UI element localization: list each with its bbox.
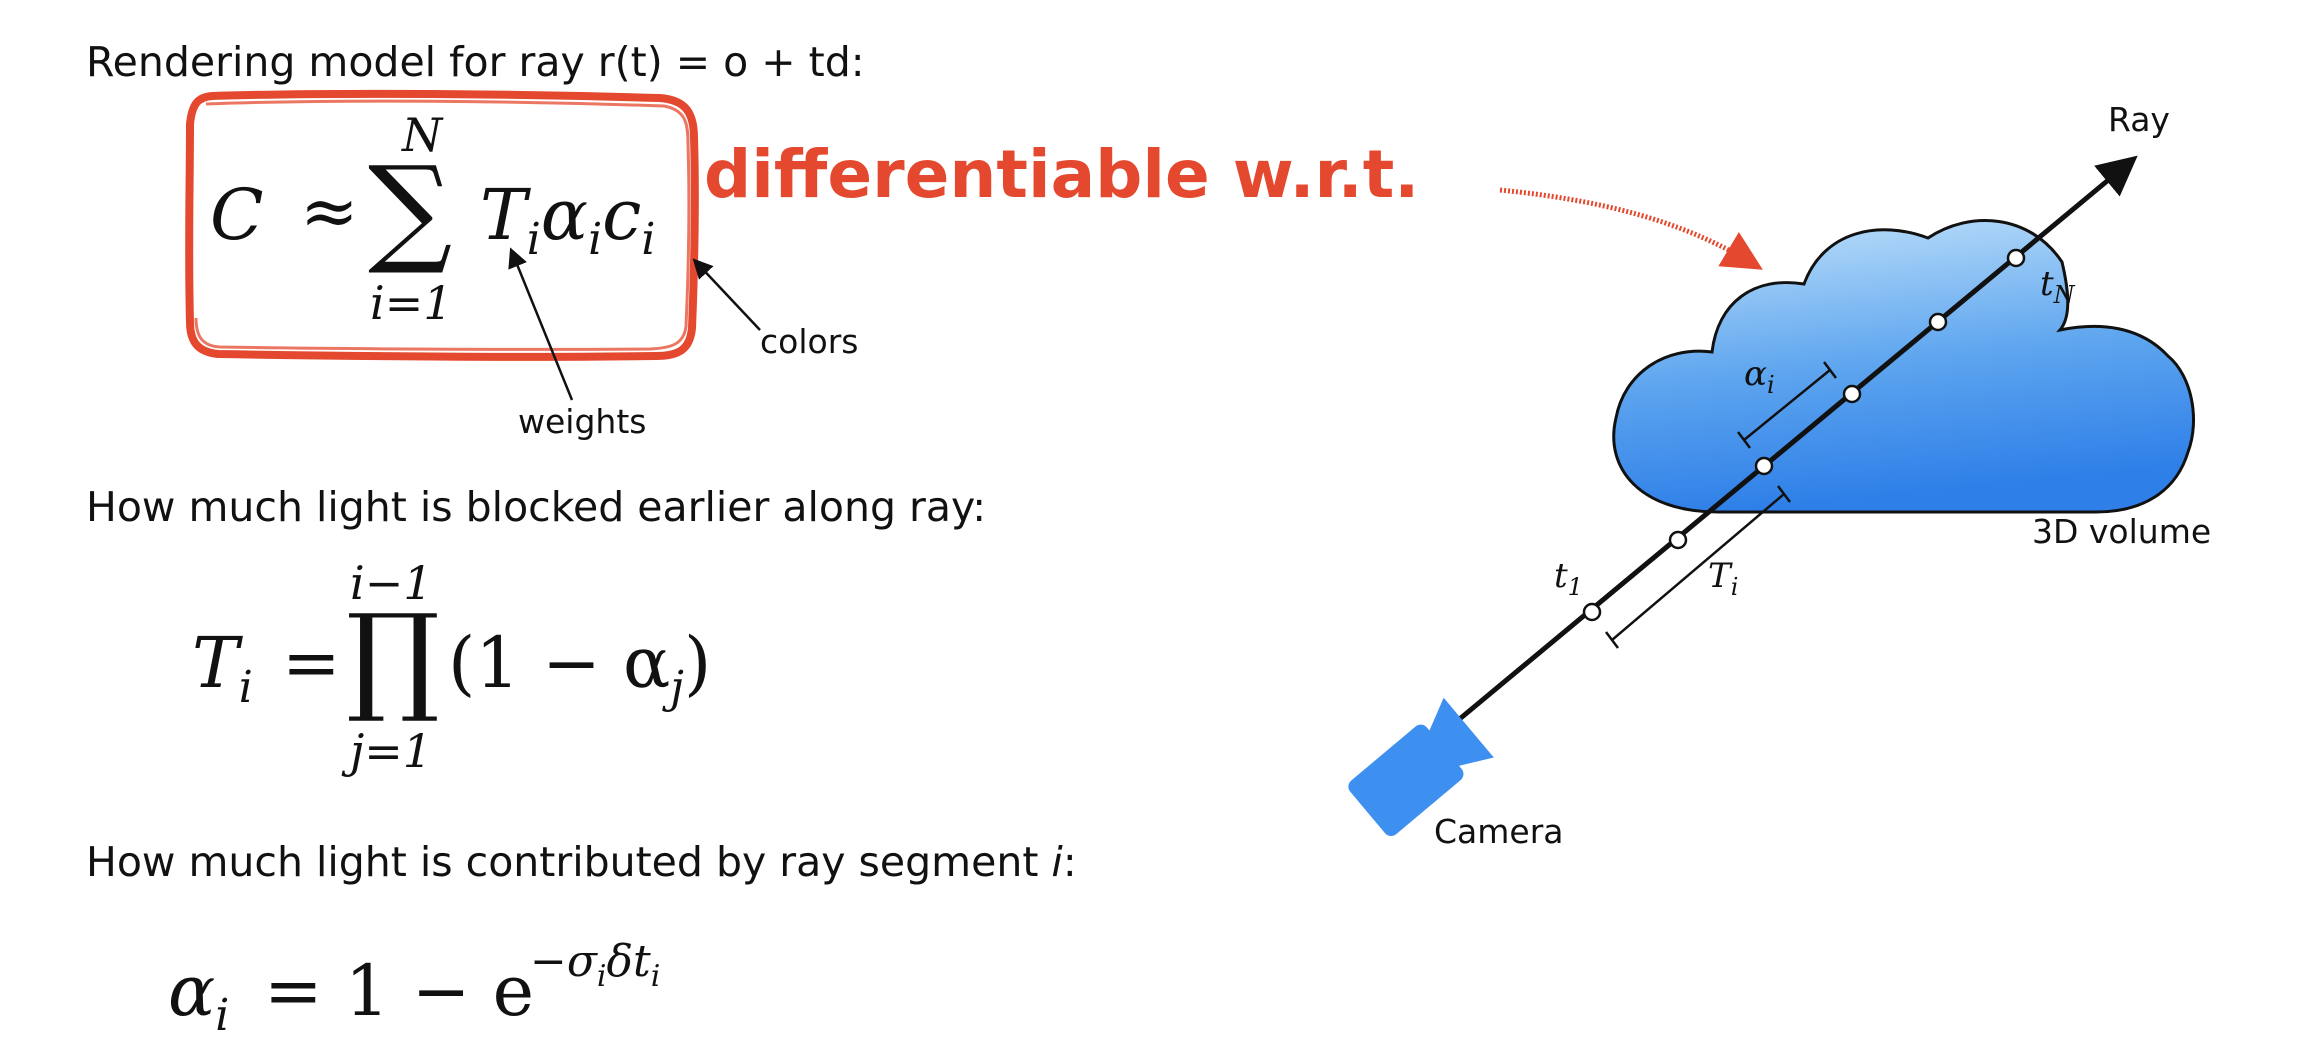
alpha-i-sub: i — [1766, 370, 1775, 399]
eq3-alpha-sub: i — [215, 990, 230, 1041]
differentiable-arrow — [1499, 187, 1763, 270]
sample-point — [1754, 456, 1774, 476]
highlight-box-inner — [194, 99, 691, 351]
eq2-prod-bottom: j=1 — [350, 724, 433, 778]
eq3-exp-sigma: −σ — [530, 936, 597, 987]
eq2-rhs: (1 − αj) — [448, 622, 712, 710]
eq1-alpha-sub: i — [588, 214, 603, 265]
eq1-T: T — [480, 174, 527, 256]
contributed-heading-var: i — [1051, 838, 1063, 886]
transmittance-bracket — [1605, 485, 1791, 649]
eq1-terms: Tiαici — [480, 174, 655, 262]
eq2-prod-top: i−1 — [350, 556, 433, 610]
eq1-sum-top: N — [402, 108, 443, 162]
eq2-T-sub: i — [238, 662, 253, 713]
camera-label: Camera — [1434, 812, 1564, 851]
eq1-c: c — [602, 174, 642, 256]
volume-label: 3D volume — [2032, 512, 2212, 551]
eq1-T-sub: i — [526, 214, 541, 265]
t1-label: t1 — [1554, 556, 1583, 599]
alpha-i-alpha: α — [1744, 354, 1767, 394]
rendering-model-heading: Rendering model for ray r(t) = o + td: — [86, 38, 865, 86]
eq2-lhs: Ti — [192, 622, 253, 710]
T-i-label: Ti — [1708, 556, 1738, 599]
eq2-T: T — [192, 622, 239, 704]
highlight-box — [185, 89, 699, 361]
eq1-c-sub: i — [641, 214, 656, 265]
eq3-exp-delta: δt — [606, 936, 651, 987]
ray-sample-points — [1582, 248, 2026, 622]
tN-sub: N — [2053, 280, 2075, 309]
eq1-alpha: α — [540, 174, 589, 256]
T-i-sub: i — [1730, 572, 1739, 601]
contributed-heading-text: How much light is contributed by ray seg… — [86, 838, 1052, 886]
eq2-prod-symbol: ∏ — [346, 588, 440, 726]
sample-point-tN — [2006, 248, 2026, 268]
ray-label: Ray — [2108, 100, 2170, 139]
eq3-exp-delta-sub: i — [650, 958, 661, 994]
T-i-T: T — [1708, 556, 1731, 596]
eq1-approx: ≈ — [300, 170, 359, 252]
cloud-volume — [1612, 219, 2195, 514]
eq2-rhs-sub: j — [670, 662, 684, 713]
weights-label: weights — [518, 402, 647, 441]
eq2-rhs-open: (1 − α — [448, 622, 671, 704]
eq3-exp-sigma-sub: i — [596, 958, 607, 994]
t1-t: t — [1554, 556, 1568, 596]
tN-t: t — [2040, 264, 2054, 304]
camera-icon — [1348, 697, 1494, 836]
weights-pointer — [508, 247, 574, 401]
eq1-lhs: C — [210, 174, 264, 256]
colors-label: colors — [760, 322, 859, 361]
eq2-rhs-close: ) — [683, 622, 712, 704]
eq3-rhs: = 1 − e — [264, 950, 535, 1032]
eq3-lhs: αi — [168, 950, 229, 1038]
eq3-exponent: −σiδti — [530, 936, 660, 991]
tN-label: tN — [2040, 264, 2075, 307]
contributed-heading-colon: : — [1062, 838, 1077, 886]
blocked-light-heading: How much light is blocked earlier along … — [86, 483, 987, 531]
eq3-alpha: α — [168, 950, 216, 1032]
t1-sub: 1 — [1567, 572, 1583, 601]
colors-pointer — [692, 258, 761, 331]
eq1-sum-bottom: i=1 — [370, 276, 453, 330]
differentiable-label: differentiable w.r.t. — [704, 136, 1420, 213]
eq2-equals: = — [282, 622, 341, 704]
sample-point — [1668, 530, 1688, 550]
alpha-i-label: αi — [1744, 354, 1775, 397]
alpha-bracket — [1737, 361, 1837, 449]
sample-point-t1 — [1582, 602, 1602, 622]
sample-point — [1842, 384, 1862, 404]
sample-point — [1928, 312, 1948, 332]
eq1-sum-symbol: ∑ — [368, 140, 453, 278]
contributed-light-heading: How much light is contributed by ray seg… — [86, 838, 1077, 886]
